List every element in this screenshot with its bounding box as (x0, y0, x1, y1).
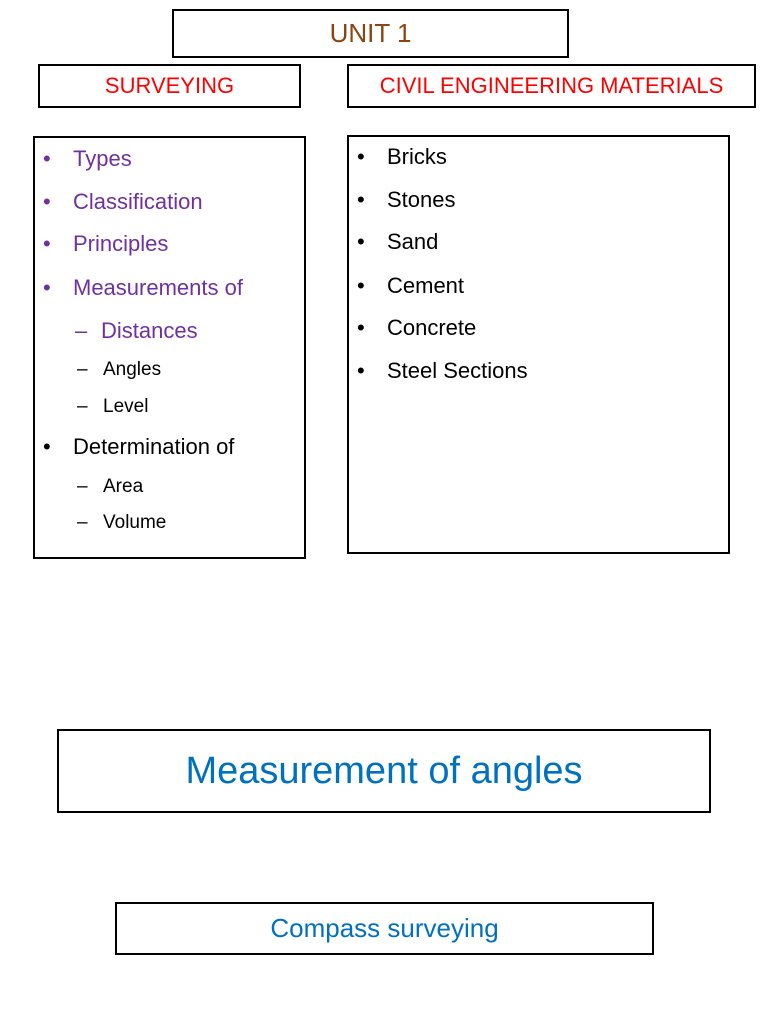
dash-icon: – (77, 476, 88, 497)
dash-icon: – (77, 396, 88, 417)
list-item: •Principles (43, 231, 169, 256)
list-item: •Concrete (357, 315, 477, 340)
materials-title-box: CIVIL ENGINEERING MATERIALS (347, 64, 756, 108)
list-subitem: –Distances (75, 318, 198, 343)
list-item: •Stones (357, 187, 456, 212)
bullet-icon: • (43, 231, 51, 256)
dash-icon: – (77, 359, 88, 380)
list-item: •Cement (357, 273, 465, 298)
list-item: •Bricks (357, 144, 447, 169)
bullet-icon: • (357, 273, 365, 298)
compass-title: Compass surveying (270, 913, 499, 943)
bullet-icon: • (357, 144, 365, 169)
list-subitem: –Area (77, 476, 144, 497)
bullet-icon: • (357, 315, 365, 340)
unit-title-box: UNIT 1 (172, 9, 569, 58)
unit-title: UNIT 1 (329, 18, 412, 48)
bullet-icon: • (43, 189, 51, 214)
measurement-title-box: Measurement of angles (57, 729, 711, 813)
list-subitem: –Angles (77, 359, 162, 380)
list-subitem: –Level (77, 396, 149, 417)
materials-title: CIVIL ENGINEERING MATERIALS (379, 73, 724, 98)
materials-list: •Bricks •Stones •Sand •Cement •Concrete … (347, 135, 730, 554)
bullet-icon: • (357, 358, 365, 383)
list-item: •Sand (357, 229, 439, 254)
list-item: •Types (43, 146, 132, 171)
bullet-icon: • (43, 275, 51, 300)
compass-title-box: Compass surveying (115, 902, 654, 955)
dash-icon: – (77, 512, 88, 533)
list-subitem: –Volume (77, 512, 167, 533)
list-item: •Classification (43, 189, 203, 214)
surveying-title: SURVEYING (104, 73, 235, 98)
bullet-icon: • (357, 229, 365, 254)
measurement-title: Measurement of angles (185, 749, 583, 792)
list-item: •Measurements of (43, 275, 243, 300)
bullet-icon: • (43, 434, 51, 459)
list-item: •Steel Sections (357, 358, 528, 383)
surveying-list: •Types •Classification •Principles •Meas… (33, 136, 306, 559)
dash-icon: – (75, 318, 88, 343)
bullet-icon: • (43, 146, 51, 171)
list-item: •Determination of (43, 434, 235, 459)
bullet-icon: • (357, 187, 365, 212)
surveying-title-box: SURVEYING (38, 64, 301, 108)
